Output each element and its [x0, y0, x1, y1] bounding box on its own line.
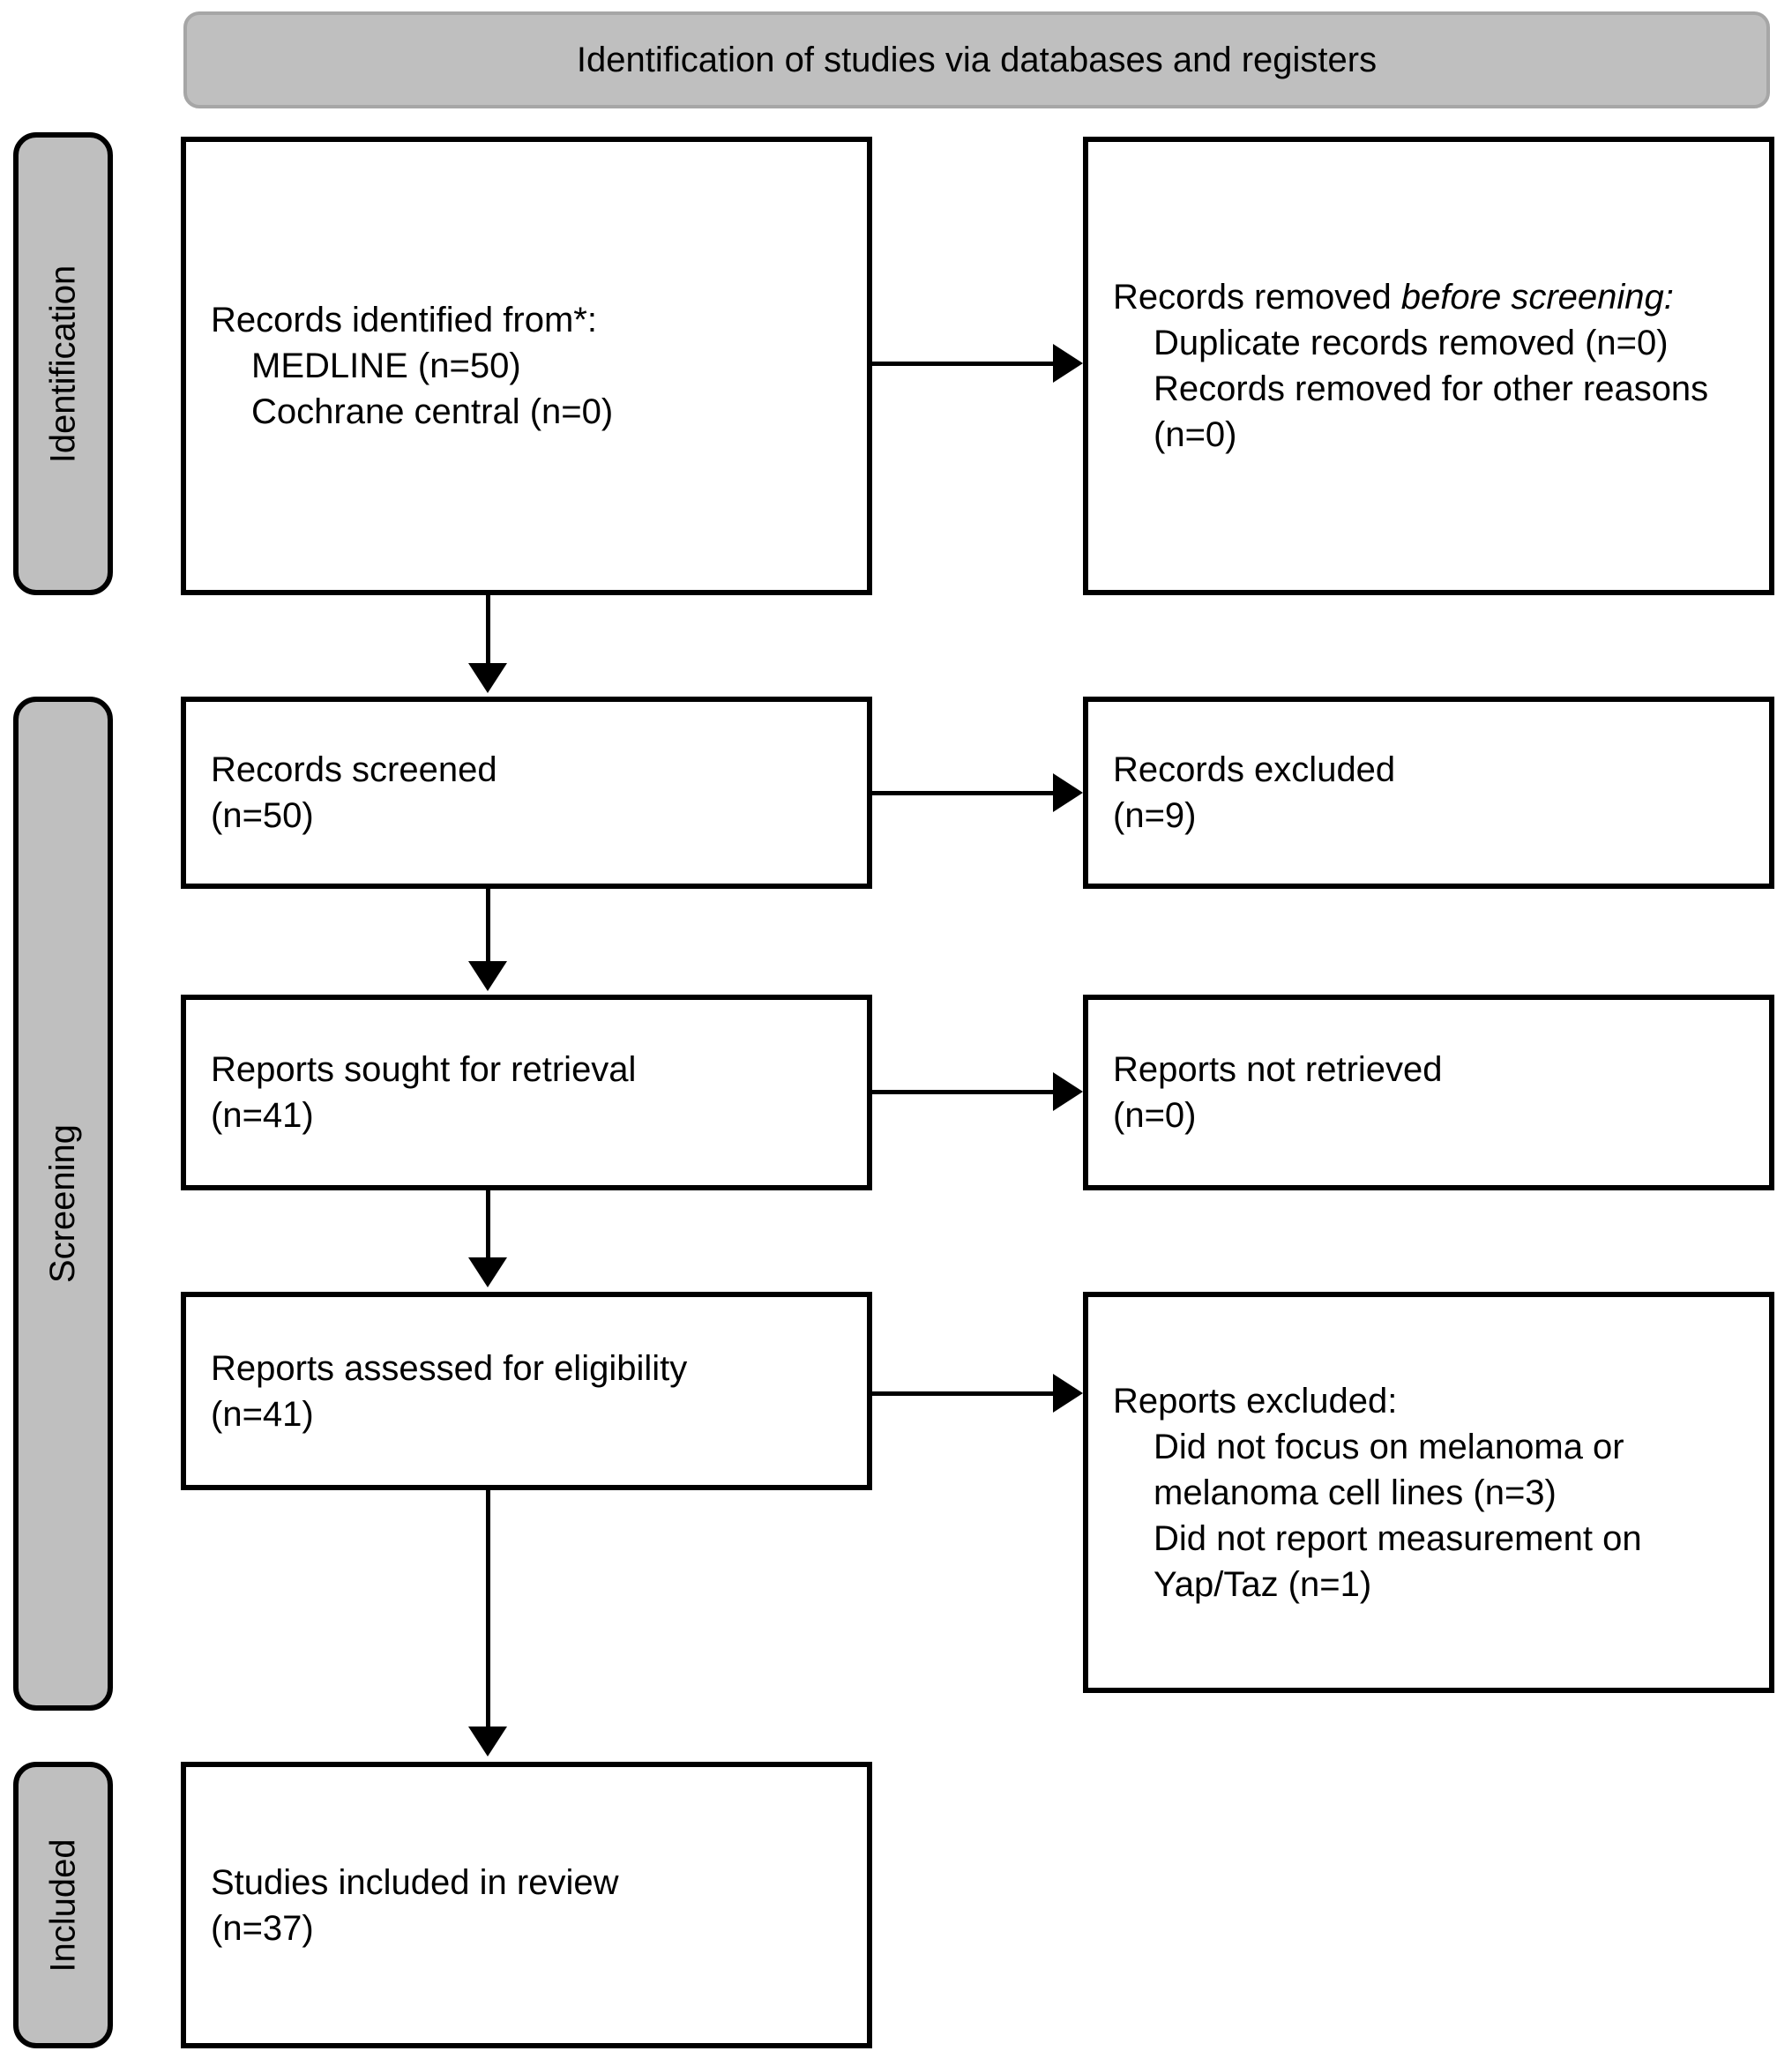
box-reports-not-retrieved: Reports not retrieved (n=0) — [1083, 995, 1774, 1190]
records-screened-count: (n=50) — [211, 796, 314, 835]
arrowhead-right-icon-4 — [1053, 1374, 1083, 1413]
arrowhead-right-icon-1 — [1053, 344, 1083, 383]
box-reports-sought: Reports sought for retrieval (n=41) — [181, 995, 872, 1190]
connector-identified-to-removed — [869, 362, 1056, 366]
stage-included-text: Included — [43, 1838, 83, 1973]
records-removed-heading: Records removed before screening: — [1113, 274, 1744, 320]
box-records-identified: Records identified from*: MEDLINE (n=50)… — [181, 137, 872, 595]
connector-screened-to-sought — [486, 887, 490, 965]
box-reports-assessed: Reports assessed for eligibility (n=41) — [181, 1292, 872, 1490]
reports-not-retrieved-count: (n=0) — [1113, 1096, 1197, 1135]
reports-excluded-heading: Reports excluded: — [1113, 1381, 1398, 1421]
box-records-removed-before-screening: Records removed before screening: Duplic… — [1083, 137, 1774, 595]
records-screened-label: Records screened — [211, 750, 497, 789]
connector-sought-to-assessed — [486, 1189, 490, 1261]
stage-label-screening: Screening — [13, 697, 113, 1711]
connector-assessed-to-included — [486, 1488, 490, 1728]
stage-label-included: Included — [13, 1762, 113, 2048]
connector-identified-to-screened — [486, 593, 490, 668]
diagram-banner: Identification of studies via databases … — [183, 11, 1770, 108]
records-identified-heading: Records identified from*: — [211, 301, 597, 339]
studies-included-count: (n=37) — [211, 1908, 314, 1948]
reports-assessed-count: (n=41) — [211, 1394, 314, 1434]
studies-included-label: Studies included in review — [211, 1862, 619, 1902]
reports-assessed-label: Reports assessed for eligibility — [211, 1348, 688, 1388]
reports-excluded-reason-yaptaz: Did not report measurement on Yap/Taz (n… — [1154, 1518, 1642, 1604]
reports-excluded-reason-melanoma: Did not focus on melanoma or melanoma ce… — [1154, 1427, 1624, 1512]
records-removed-other-reasons: Records removed for other reasons (n=0) — [1154, 369, 1709, 454]
stage-label-identification: Identification — [13, 132, 113, 595]
records-removed-heading-plain: Records removed — [1113, 278, 1401, 317]
reports-sought-label: Reports sought for retrieval — [211, 1050, 637, 1089]
reports-not-retrieved-label: Reports not retrieved — [1113, 1050, 1443, 1089]
connector-screened-to-excluded — [869, 791, 1056, 795]
connector-assessed-to-excluded — [869, 1391, 1056, 1396]
arrowhead-down-icon-4 — [468, 1727, 507, 1756]
records-excluded-label: Records excluded — [1113, 750, 1396, 789]
connector-sought-to-notretrieved — [869, 1090, 1056, 1094]
arrowhead-down-icon-2 — [468, 961, 507, 991]
records-identified-source-medline: MEDLINE (n=50) — [251, 347, 521, 385]
box-records-screened: Records screened (n=50) — [181, 697, 872, 889]
arrowhead-down-icon-1 — [468, 663, 507, 693]
reports-sought-count: (n=41) — [211, 1096, 314, 1135]
arrowhead-down-icon-3 — [468, 1257, 507, 1287]
arrowhead-right-icon-2 — [1053, 773, 1083, 812]
arrowhead-right-icon-3 — [1053, 1072, 1083, 1111]
records-removed-heading-italic: before screening: — [1400, 278, 1674, 317]
records-removed-duplicates: Duplicate records removed (n=0) — [1154, 324, 1669, 362]
box-studies-included: Studies included in review (n=37) — [181, 1762, 872, 2048]
records-identified-source-cochrane: Cochrane central (n=0) — [251, 392, 614, 431]
box-reports-excluded: Reports excluded: Did not focus on melan… — [1083, 1292, 1774, 1693]
stage-identification-text: Identification — [43, 265, 83, 463]
box-records-excluded: Records excluded (n=9) — [1083, 697, 1774, 889]
banner-title: Identification of studies via databases … — [576, 41, 1378, 79]
stage-screening-text: Screening — [43, 1123, 83, 1284]
records-excluded-count: (n=9) — [1113, 796, 1197, 835]
